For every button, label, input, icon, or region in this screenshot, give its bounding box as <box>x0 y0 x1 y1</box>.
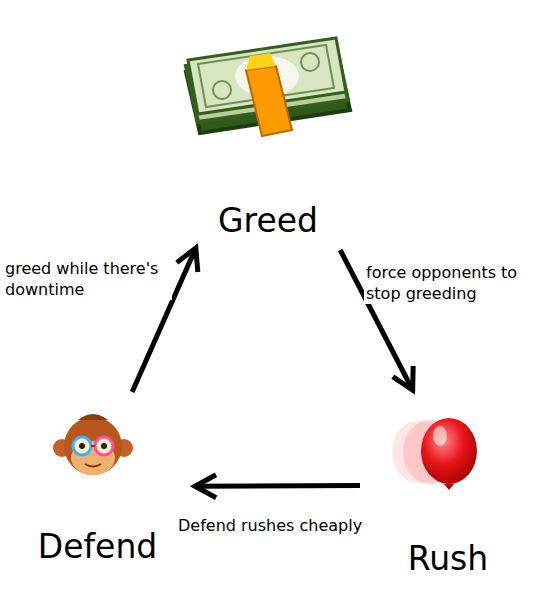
monkey-icon <box>53 414 133 475</box>
node-title: Greed <box>173 201 363 240</box>
node-title: Rush <box>380 539 516 578</box>
cycle-node: Greed <box>173 40 363 240</box>
arrow-head <box>393 366 413 390</box>
arrow-label: greed while there's downtime <box>3 258 172 300</box>
arrow-head <box>177 248 198 272</box>
balloon-icon <box>392 418 477 490</box>
arrow-head <box>195 475 216 498</box>
arrow-label: force opponents to stop greeding <box>364 262 533 304</box>
arrow-shaft <box>195 483 360 489</box>
money-icon <box>186 38 350 136</box>
cycle-node: Defend <box>15 400 180 566</box>
node-title: Defend <box>15 527 180 566</box>
cycle-node: Rush <box>380 410 516 578</box>
arrow-label: Defend rushes cheaply <box>176 515 364 536</box>
cycle-arrow <box>195 475 360 498</box>
